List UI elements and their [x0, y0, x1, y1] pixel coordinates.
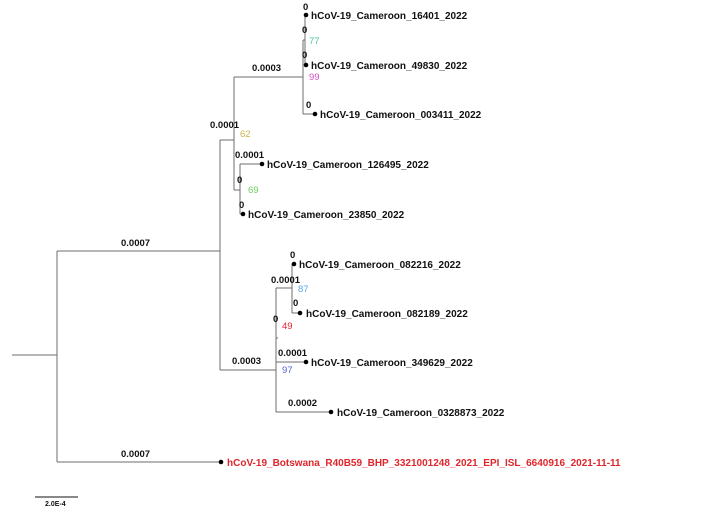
- branch-length-t7: 0: [293, 298, 298, 309]
- tip-label-t1: hCoV-19_Cameroon_16401_2022: [311, 11, 468, 22]
- tip-dot-t10: [218, 459, 224, 465]
- branch-length-t4t5-clade: 0: [237, 175, 242, 186]
- tip-label-t9: hCoV-19_Cameroon_0328873_2022: [337, 408, 505, 419]
- tip-dot-t1: [303, 12, 309, 18]
- branch-length-t3: 0: [306, 100, 311, 111]
- bootstrap-t4t5-clade: 69: [248, 185, 259, 196]
- bootstrap-t1t2-clade: 77: [309, 36, 320, 47]
- tip-dot-t9: [328, 409, 334, 415]
- tip-label-t7: hCoV-19_Cameroon_082189_2022: [306, 309, 468, 320]
- tip-dot-t5: [240, 211, 246, 217]
- branch-length-mid-clade: 0: [273, 314, 278, 325]
- tip-dot-t8: [303, 359, 309, 365]
- tip-dot-t7: [297, 310, 303, 316]
- branch-length-t2: 0: [302, 50, 307, 61]
- bootstrap-top3-clade: 99: [309, 72, 320, 83]
- branch-length-t8: 0.0001: [278, 348, 308, 359]
- bootstrap-upper-clade: 62: [240, 129, 251, 140]
- tip-label-t8: hCoV-19_Cameroon_349629_2022: [311, 358, 473, 369]
- scale-bar-label: 2.0E-4: [45, 501, 66, 508]
- tip-label-t6: hCoV-19_Cameroon_082216_2022: [299, 260, 461, 271]
- tip-label-t5: hCoV-19_Cameroon_23850_2022: [248, 210, 405, 221]
- branch-length-t1t2-clade: 0: [302, 25, 307, 36]
- tip-dot-t2: [303, 62, 309, 68]
- tip-dot-t3: [312, 111, 318, 117]
- bootstrap-lower-clade: 97: [282, 365, 293, 376]
- branch-length-t1: 0: [303, 2, 308, 13]
- tip-label-t2: hCoV-19_Cameroon_49830_2022: [311, 61, 468, 72]
- tip-dot-t4: [259, 161, 265, 167]
- branch-length-t10: 0.0007: [121, 449, 150, 460]
- tip-label-t3: hCoV-19_Cameroon_003411_2022: [320, 110, 482, 121]
- bootstrap-t6t7-clade: 87: [298, 284, 309, 295]
- branch-length-t6: 0: [290, 250, 295, 261]
- tip-dot-t6: [291, 261, 297, 267]
- branch-length-t5: 0: [239, 200, 244, 211]
- branch-length-t4: 0.0001: [235, 150, 265, 161]
- bootstrap-mid-clade: 49: [282, 321, 293, 332]
- branch-length-t6t7-clade: 0.0001: [271, 275, 301, 286]
- branch-length-upper-clade: 0.0001: [210, 120, 240, 131]
- branch-length-t9: 0.0002: [288, 398, 317, 409]
- tip-label-t4: hCoV-19_Cameroon_126495_2022: [267, 160, 429, 171]
- branch-length-lower-clade: 0.0003: [232, 356, 261, 367]
- branch-length-top3-clade: 0.0003: [252, 63, 281, 74]
- branch-length-cameroon-clade: 0.0007: [121, 238, 150, 249]
- tip-label-t10: hCoV-19_Botswana_R40B59_BHP_3321001248_2…: [227, 458, 621, 469]
